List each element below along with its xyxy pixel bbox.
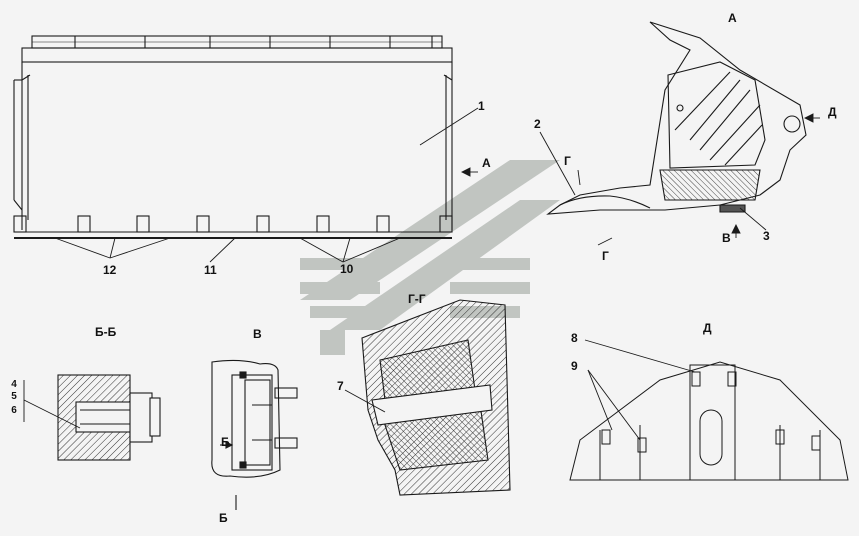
view-d bbox=[569, 361, 849, 481]
view-d-title: Д bbox=[703, 321, 712, 335]
callout-1: 1 bbox=[478, 99, 485, 113]
arrow-a-label: А bbox=[482, 156, 491, 170]
callout-12: 12 bbox=[103, 263, 117, 277]
callout-7: 7 bbox=[337, 379, 344, 393]
arrow-d-label: Д bbox=[828, 105, 837, 119]
view-gg-title: Г-Г bbox=[408, 292, 426, 306]
callout-stack-4: 4 bbox=[11, 379, 17, 390]
bucket-side-view bbox=[546, 21, 807, 215]
view-v bbox=[211, 359, 298, 510]
view-a-title: А bbox=[728, 11, 737, 25]
callout-stack-5: 5 bbox=[11, 391, 17, 402]
callout-3: 3 bbox=[763, 229, 770, 243]
view-bb-title: Б-Б bbox=[95, 325, 117, 339]
section-g-top: Г bbox=[564, 154, 571, 168]
callout-9: 9 bbox=[571, 359, 578, 373]
section-g-bottom: Г bbox=[602, 249, 609, 263]
callout-2: 2 bbox=[534, 117, 541, 131]
leader-lines bbox=[23, 107, 820, 441]
section-bb bbox=[57, 374, 161, 461]
section-b-bottom: Б bbox=[219, 511, 228, 525]
section-gg bbox=[361, 299, 511, 496]
callout-stack-6: 6 bbox=[11, 405, 17, 416]
callout-11: 11 bbox=[204, 263, 217, 277]
bucket-front-view bbox=[13, 35, 453, 239]
arrow-v-label: В bbox=[722, 231, 731, 245]
callout-8: 8 bbox=[571, 331, 578, 345]
view-v-title: В bbox=[253, 327, 262, 341]
callout-10: 10 bbox=[340, 262, 354, 276]
section-b-side: Б bbox=[221, 435, 230, 449]
